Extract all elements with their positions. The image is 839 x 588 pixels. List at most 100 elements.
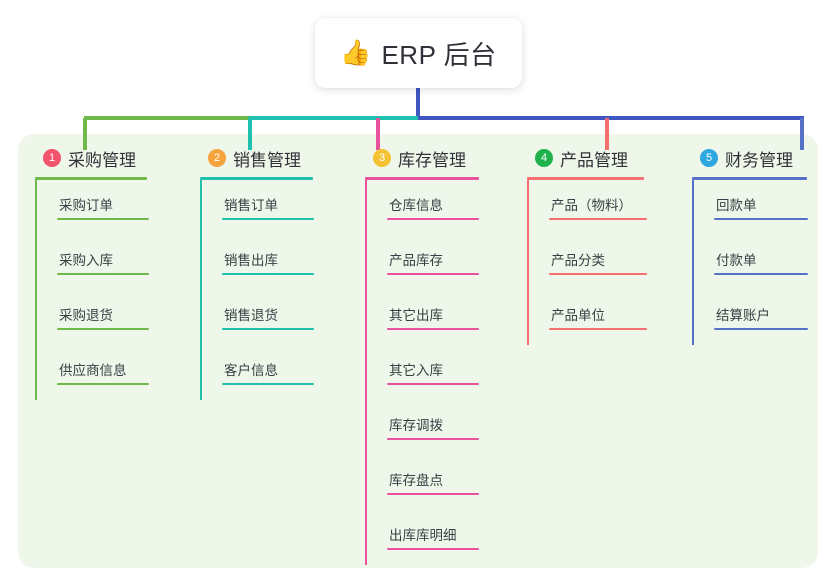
branch-item-underline xyxy=(714,273,808,275)
branch-item[interactable]: 产品（物料） xyxy=(527,180,647,220)
branch-spine xyxy=(35,180,37,400)
branch-item-underline xyxy=(549,273,647,275)
branch-item-underline xyxy=(57,273,149,275)
branch-spine xyxy=(200,180,202,400)
branch-header-2[interactable]: 2 销售管理 xyxy=(200,146,350,170)
branch-item[interactable]: 结算账户 xyxy=(692,290,808,330)
branch-column-2: 2 销售管理销售订单销售出库销售退货客户信息 xyxy=(200,146,350,400)
branch-number-badge: 1 xyxy=(43,149,61,167)
branch-item-underline xyxy=(222,218,314,220)
branch-spine xyxy=(365,180,367,565)
branch-title: 财务管理 xyxy=(725,150,793,170)
branch-header-underline xyxy=(527,177,644,180)
branch-item[interactable]: 付款单 xyxy=(692,235,808,275)
branch-column-4: 4 产品管理产品（物料） 产品分类产品单位 xyxy=(527,146,682,345)
branch-item[interactable]: 采购入库 xyxy=(35,235,149,275)
branch-item-label: 采购入库 xyxy=(59,253,113,268)
branch-item-underline xyxy=(387,273,479,275)
branch-item[interactable]: 客户信息 xyxy=(200,345,314,385)
branch-item-underline xyxy=(222,383,314,385)
branch-item-underline xyxy=(57,218,149,220)
branch-item-label: 其它出库 xyxy=(389,308,443,323)
branch-title: 采购管理 xyxy=(68,150,136,170)
branch-header-underline xyxy=(692,177,807,180)
branch-item[interactable]: 库存盘点 xyxy=(365,455,479,495)
branch-spine xyxy=(527,180,529,345)
thumbs-up-icon: 👍 xyxy=(340,38,372,67)
branch-item[interactable]: 销售订单 xyxy=(200,180,314,220)
branch-item[interactable]: 回款单 xyxy=(692,180,808,220)
branch-item-underline xyxy=(387,218,479,220)
branch-title: 产品管理 xyxy=(560,150,628,170)
branch-item-underline xyxy=(714,328,808,330)
branch-item[interactable]: 出库库明细 xyxy=(365,510,479,550)
branch-item-underline xyxy=(387,328,479,330)
branch-item[interactable]: 采购订单 xyxy=(35,180,149,220)
branch-item[interactable]: 销售退货 xyxy=(200,290,314,330)
branch-item-underline xyxy=(222,328,314,330)
root-node-title: ERP 后台 xyxy=(381,39,497,70)
diagram-backdrop-panel xyxy=(18,134,818,568)
branch-header-4[interactable]: 4 产品管理 xyxy=(527,146,682,170)
branch-item-label: 采购订单 xyxy=(59,198,113,213)
branch-item-list: 回款单付款单结算账户 xyxy=(692,180,832,345)
branch-number-badge: 5 xyxy=(700,149,718,167)
branch-item-label: 产品库存 xyxy=(389,253,443,268)
branch-item-label: 仓库信息 xyxy=(389,198,443,213)
branch-title: 销售管理 xyxy=(233,150,301,170)
branch-column-3: 3 库存管理仓库信息产品库存其它出库其它入库库存调拨库存盘点出库库明细 xyxy=(365,146,515,565)
branch-item-label: 销售订单 xyxy=(224,198,278,213)
branch-item-underline xyxy=(57,328,149,330)
branch-item-underline xyxy=(387,493,479,495)
branch-item-underline xyxy=(387,548,479,550)
branch-item[interactable]: 供应商信息 xyxy=(35,345,149,385)
root-node-card[interactable]: 👍 ERP 后台 xyxy=(315,18,522,88)
branch-item-underline xyxy=(714,218,808,220)
branch-number-badge: 3 xyxy=(373,149,391,167)
branch-item-underline xyxy=(387,438,479,440)
branch-item[interactable]: 产品单位 xyxy=(527,290,647,330)
branch-item[interactable]: 仓库信息 xyxy=(365,180,479,220)
branch-item[interactable]: 其它出库 xyxy=(365,290,479,330)
branch-item-label: 其它入库 xyxy=(389,363,443,378)
branch-title: 库存管理 xyxy=(398,150,466,170)
branch-item-label: 付款单 xyxy=(716,253,757,268)
branch-column-1: 1 采购管理采购订单采购入库采购退货供应商信息 xyxy=(35,146,185,400)
branch-item-label: 库存调拨 xyxy=(389,418,443,433)
branch-item-label: 产品单位 xyxy=(551,308,605,323)
branch-header-3[interactable]: 3 库存管理 xyxy=(365,146,515,170)
branch-item-underline xyxy=(57,383,149,385)
branch-spine xyxy=(692,180,694,345)
branch-item-underline xyxy=(549,218,647,220)
branch-header-1[interactable]: 1 采购管理 xyxy=(35,146,185,170)
branch-item[interactable]: 库存调拨 xyxy=(365,400,479,440)
root-node-content: 👍 ERP 后台 xyxy=(340,35,496,72)
branch-item-label: 产品（物料） xyxy=(551,198,632,213)
branch-number-badge: 2 xyxy=(208,149,226,167)
branch-header-underline xyxy=(365,177,479,180)
branch-item-list: 采购订单采购入库采购退货供应商信息 xyxy=(35,180,185,400)
branch-number-badge: 4 xyxy=(535,149,553,167)
branch-item[interactable]: 产品库存 xyxy=(365,235,479,275)
branch-item[interactable]: 其它入库 xyxy=(365,345,479,385)
branch-item-label: 库存盘点 xyxy=(389,473,443,488)
branch-item-label: 供应商信息 xyxy=(59,363,127,378)
branch-item-label: 客户信息 xyxy=(224,363,278,378)
branch-item-label: 出库库明细 xyxy=(389,528,457,543)
branch-column-5: 5 财务管理回款单付款单结算账户 xyxy=(692,146,832,345)
branch-item[interactable]: 产品分类 xyxy=(527,235,647,275)
branch-item-label: 采购退货 xyxy=(59,308,113,323)
branch-item-list: 销售订单销售出库销售退货客户信息 xyxy=(200,180,350,400)
branch-item-label: 销售退货 xyxy=(224,308,278,323)
branch-item[interactable]: 采购退货 xyxy=(35,290,149,330)
branch-item-list: 产品（物料） 产品分类产品单位 xyxy=(527,180,682,345)
branch-item-label: 销售出库 xyxy=(224,253,278,268)
branch-item-underline xyxy=(222,273,314,275)
branch-item-label: 产品分类 xyxy=(551,253,605,268)
branch-header-5[interactable]: 5 财务管理 xyxy=(692,146,832,170)
branch-item-label: 回款单 xyxy=(716,198,757,213)
branch-item[interactable]: 销售出库 xyxy=(200,235,314,275)
branch-item-underline xyxy=(387,383,479,385)
branch-header-underline xyxy=(35,177,147,180)
